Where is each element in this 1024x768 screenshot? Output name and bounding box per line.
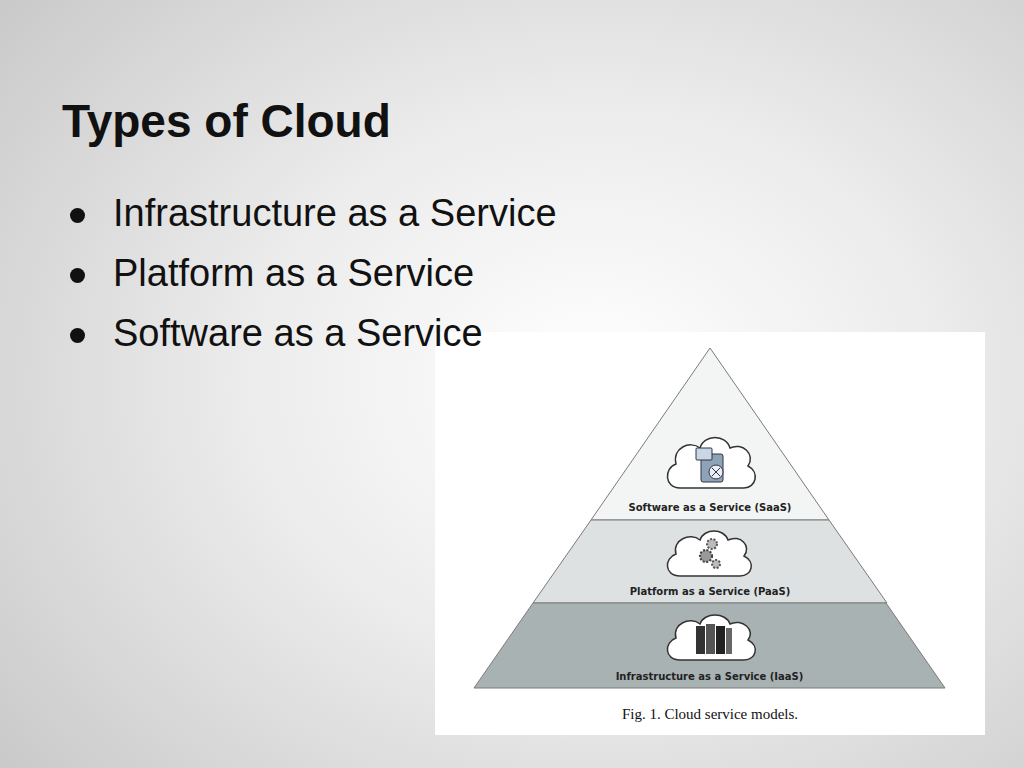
saas-cloud-icon — [667, 438, 755, 489]
band-label: Platform as a Service (PaaS) — [533, 586, 887, 598]
paas-cloud-icon — [667, 531, 751, 576]
band-outline — [591, 348, 829, 520]
bullet-text: Software as a Service — [113, 312, 483, 355]
bullet-text: Infrastructure as a Service — [113, 192, 557, 235]
band-label: Software as a Service (SaaS) — [591, 502, 829, 514]
pyramid-band: Software as a Service (SaaS) — [591, 348, 829, 520]
figure-caption: Fig. 1. Cloud service models. — [560, 706, 860, 723]
band-outline — [474, 603, 945, 688]
slide-title: Types of Cloud — [62, 94, 391, 148]
bullet-dot — [70, 208, 85, 223]
band-outline — [533, 520, 887, 603]
iaas-cloud-icon — [667, 615, 755, 660]
band-label: Infrastructure as a Service (IaaS) — [474, 671, 945, 683]
bullet-text: Platform as a Service — [113, 252, 474, 295]
band-shape — [591, 348, 829, 520]
bullet-dot — [70, 268, 85, 283]
bullet-dot — [70, 328, 85, 343]
pyramid-band: Platform as a Service (PaaS) — [533, 520, 887, 603]
pyramid-band: Infrastructure as a Service (IaaS) — [474, 603, 945, 688]
